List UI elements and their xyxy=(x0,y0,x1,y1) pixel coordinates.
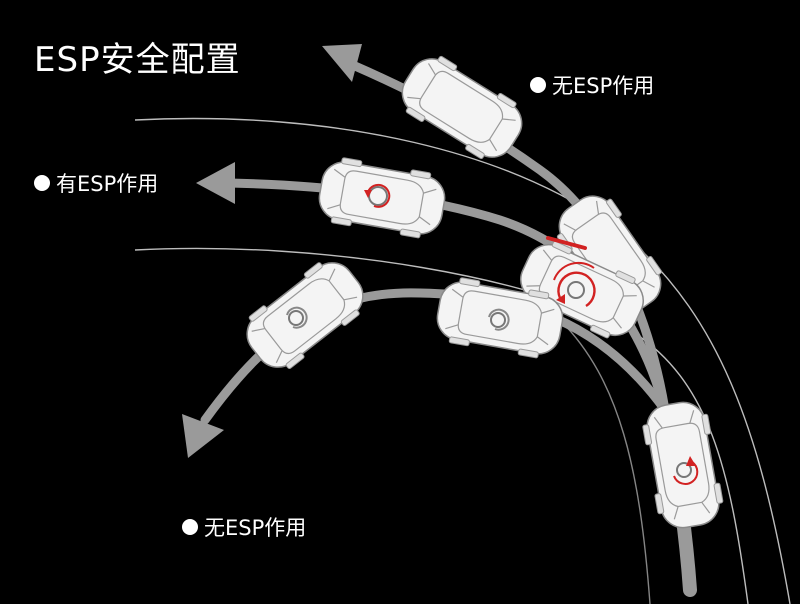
page-title: ESP安全配置 xyxy=(34,40,241,80)
bullet-icon xyxy=(530,77,546,93)
trajectory-with-esp xyxy=(225,178,670,415)
label-text: 无ESP作用 xyxy=(204,516,307,540)
rotation-arrow-icon xyxy=(286,183,699,485)
label-text: 有ESP作用 xyxy=(56,172,159,196)
bullet-icon xyxy=(34,175,50,191)
car-icon xyxy=(638,397,728,533)
bullet-icon xyxy=(182,519,198,535)
car-icon xyxy=(314,153,450,243)
label-no-esp-bottom: 无ESP作用 xyxy=(182,512,306,542)
path-arrow-icon xyxy=(182,414,224,458)
label-no-esp-top: 无ESP作用 xyxy=(530,70,654,100)
label-text: 无ESP作用 xyxy=(552,74,655,98)
road-line-inner xyxy=(559,319,651,604)
label-with-esp: 有ESP作用 xyxy=(34,168,158,198)
brake-force-indicator xyxy=(546,236,587,250)
path-arrow-icon xyxy=(322,44,362,82)
path-arrow-icon xyxy=(196,162,235,204)
